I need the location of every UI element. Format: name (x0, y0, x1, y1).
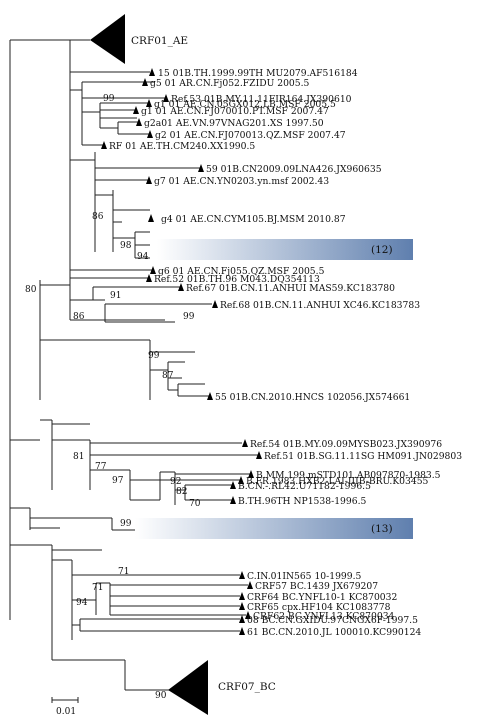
marker-ref67 (178, 283, 184, 291)
marker-t55 (207, 392, 213, 400)
bootstrap-91: 91 (110, 291, 121, 301)
label-bmm: B.MM.199.mSTD101.AB097870-1983.5 (256, 470, 441, 481)
bootstrap-86b: 86 (73, 312, 85, 322)
clade-highlight-12 (157, 239, 413, 260)
marker-bmm (248, 470, 254, 478)
marker-crf65 (239, 602, 245, 610)
label-rf01: RF 01 AE.TH.CM240.XX1990.5 (109, 141, 255, 152)
marker-ref51 (256, 451, 262, 459)
bootstrap-87: 87 (162, 371, 174, 381)
scale-bar-label: 0.01 (56, 707, 76, 717)
label-bfr: B.FR.1983.HXB2-LAI-IIIB-BRU.K03455 (246, 476, 429, 487)
bootstrap-94a: 94 (137, 252, 149, 262)
label-crf01-ae: CRF01_AE (131, 35, 188, 47)
marker-crf64 (239, 592, 245, 600)
marker-bcn (230, 481, 236, 489)
marker-t59 (198, 164, 204, 172)
bootstrap-82: 82 (176, 487, 187, 497)
bootstrap-90: 90 (155, 691, 167, 701)
bootstrap-77: 77 (95, 462, 107, 472)
bootstrap-71a: 71 (118, 567, 129, 577)
label-crf57: CRF57 BC.1439 JX679207 (255, 581, 378, 592)
label-t55: 55 01B.CN.2010.HNCS 102056.JX574661 (215, 392, 410, 403)
bootstrap-99c: 99 (148, 351, 160, 361)
label-crf07-bc: CRF07_BC (218, 681, 276, 693)
marker-bfr (238, 476, 244, 484)
marker-g2a01 (136, 118, 142, 126)
marker-crf62 (245, 611, 251, 619)
marker-t61 (239, 627, 245, 635)
tree-branches (9, 39, 258, 691)
marker-t15 (149, 68, 155, 76)
marker-g4 (148, 214, 154, 222)
marker-ref54 (242, 439, 248, 447)
label-g2a01: g2a01 AE.VN.97VNAG201.XS 1997.50 (144, 118, 324, 129)
label-ref52: Ref.52 01B.TH.96 M043.DQ354113 (154, 274, 320, 285)
bootstrap-80: 80 (25, 285, 37, 295)
marker-crf57 (247, 581, 253, 589)
marker-g2 (147, 130, 153, 138)
marker-rf01 (101, 141, 107, 149)
label-g6: g6 01 AE.CN.Fj055.QZ.MSF 2005.5 (158, 266, 325, 277)
label-g4: g4 01 AE.CN.CYM105.BJ.MSM 2010.87 (161, 214, 346, 225)
bootstrap-92: 92 (170, 477, 181, 487)
bootstrap-71b: 71 (92, 583, 103, 593)
tip-labels: CRF01_AE 15 01B.TH.1999.99TH MU2079.AF51… (109, 35, 462, 693)
label-t15: 15 01B.TH.1999.99TH MU2079.AF516184 (158, 68, 358, 79)
marker-t08 (239, 615, 245, 623)
label-cin: C.IN.01IN565 10-1999.5 (247, 571, 362, 582)
label-crf64: CRF64 BC.YNFL10-1 KC870032 (247, 592, 397, 603)
label-g1b: g1 01 AE.CN.FJ070010.PT.MSF 2007.47 (141, 106, 329, 117)
label-bth: B.TH.96TH NP1538-1996.5 (238, 496, 366, 507)
marker-cin (239, 571, 245, 579)
collapsed-clade-crf01-ae (90, 14, 125, 64)
bootstrap-99d: 99 (120, 519, 132, 529)
label-clade-12: (12) (371, 244, 393, 256)
label-ref51: Ref.51 01B.SG.11.11SG HM091.JN029803 (264, 451, 462, 462)
bootstrap-94b: 94 (76, 598, 88, 608)
label-crf65: CRF65 cpx.HF104 KC1083778 (247, 602, 391, 613)
taxon-markers (101, 68, 262, 635)
marker-g6 (150, 266, 156, 274)
label-ref68: Ref.68 01B.CN.11.ANHUI XC46.KC183783 (220, 300, 420, 311)
label-clade-13: (13) (371, 523, 393, 535)
marker-g5 (142, 78, 148, 86)
label-ref67: Ref.67 01B.CN.11.ANHUI MAS59.KC183780 (186, 283, 395, 294)
collapsed-clade-crf07-bc (168, 660, 208, 715)
bootstrap-99b: 99 (183, 312, 195, 322)
label-t08: 08 BC.CN.GXIDU.97CNGX6F-1997.5 (247, 615, 418, 626)
label-g5: g5 01 AR.CN.Fj052.FZIDU 2005.5 (150, 78, 310, 89)
marker-ref68 (212, 300, 218, 308)
marker-bth (230, 496, 236, 504)
label-crf62: CRF62 BC.YNFL13 KC870034 (253, 611, 395, 622)
marker-g1b (133, 106, 139, 114)
label-ref54: Ref.54 01B.MY.09.09MYSB023.JX390976 (250, 439, 442, 450)
label-ref53: Ref.53 01B.MY.11.11FIR164.JX390610 (171, 94, 352, 105)
marker-ref53 (163, 94, 169, 102)
bootstrap-98: 98 (120, 241, 132, 251)
bootstrap-97: 97 (112, 476, 124, 486)
clade-highlight-13 (135, 518, 413, 539)
label-g1a: g1 01 AE.CN.05GX012.LB.MSF 2005.5 (154, 99, 336, 110)
bootstrap-86a: 86 (92, 212, 104, 222)
marker-g1a (146, 99, 152, 107)
marker-g7 (146, 176, 152, 184)
label-t61: 61 BC.CN.2010.JL 100010.KC990124 (247, 627, 421, 638)
label-g2: g2 01 AE.CN.FJ070013.QZ.MSF 2007.47 (155, 130, 346, 141)
label-g7: g7 01 AE.CN.YN0203.yn.msf 2002.43 (154, 176, 329, 187)
label-t59: 59 01B.CN2009.09LNA426.JX960635 (206, 164, 382, 175)
label-bcn: B.CN.-.RL42.U71182-1996.5 (238, 481, 371, 492)
scale-bar: 0.01 (51, 697, 79, 717)
bootstrap-values: 99 86 98 94 80 91 86 99 99 87 81 77 97 9… (25, 94, 201, 701)
marker-ref52 (146, 274, 152, 282)
bootstrap-81: 81 (73, 452, 84, 462)
bootstrap-70a: 70 (189, 499, 201, 509)
bootstrap-99a: 99 (103, 94, 115, 104)
